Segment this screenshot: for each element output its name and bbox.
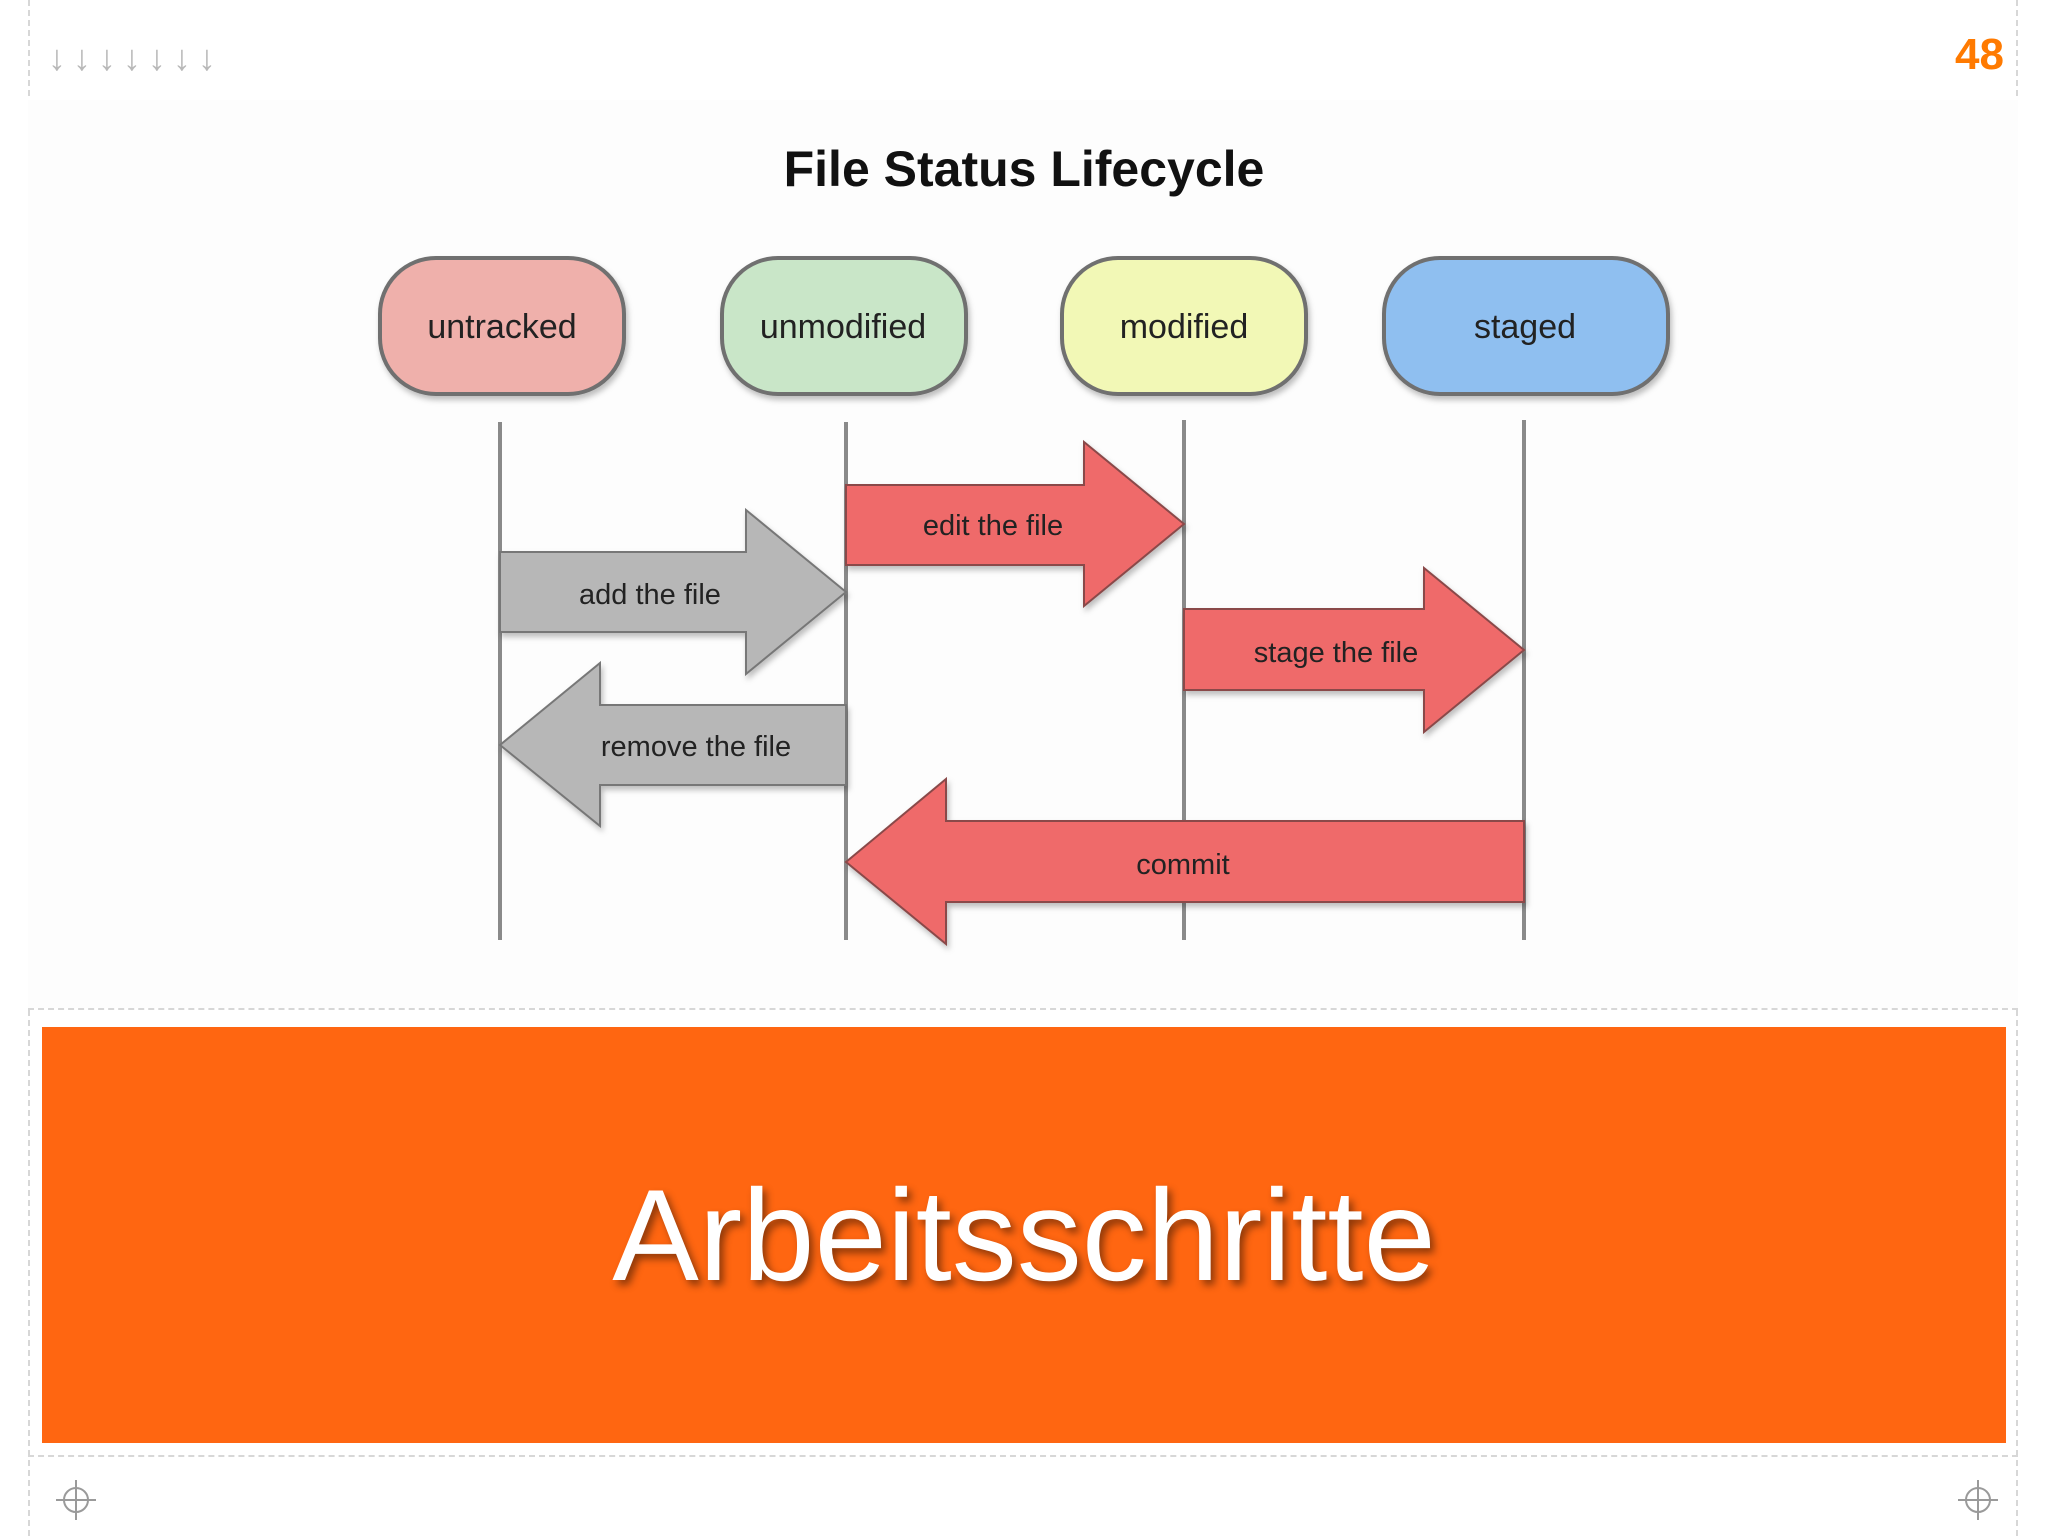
navigation-arrows[interactable]: ↓ ↓ ↓ ↓ ↓ ↓ ↓	[48, 38, 216, 78]
down-arrow-icon[interactable]: ↓	[73, 37, 91, 78]
transition-label-edit: edit the file	[923, 510, 1063, 542]
arrow-stage-the-file: stage the file	[1183, 565, 1526, 735]
state-modified: modified	[1060, 256, 1308, 396]
down-arrow-icon[interactable]: ↓	[48, 37, 66, 78]
transition-label-add: add the file	[579, 579, 721, 611]
arrow-remove-the-file: remove the file	[498, 660, 847, 829]
state-label-staged: staged	[1474, 308, 1576, 346]
down-arrow-icon[interactable]: ↓	[173, 37, 191, 78]
state-untracked: untracked	[378, 256, 626, 396]
section-banner	[42, 1027, 2006, 1443]
diagram-divider	[28, 1008, 2018, 1010]
down-arrow-icon[interactable]: ↓	[148, 37, 166, 78]
down-arrow-icon[interactable]: ↓	[123, 37, 141, 78]
state-label-modified: modified	[1120, 308, 1249, 346]
crosshair-icon	[56, 1480, 96, 1520]
transition-label-remove: remove the file	[601, 731, 791, 763]
transition-label-commit: commit	[1136, 849, 1229, 881]
arrow-add-the-file: add the file	[499, 507, 848, 677]
down-arrow-icon[interactable]: ↓	[198, 37, 216, 78]
diagram-title: File Status Lifecycle	[783, 141, 1265, 197]
down-arrow-icon[interactable]: ↓	[98, 37, 116, 78]
state-staged: staged	[1382, 256, 1670, 396]
arrow-edit-the-file: edit the file	[845, 439, 1186, 609]
section-title: Arbeitsschritte	[612, 1162, 1436, 1308]
arrow-commit: commit	[844, 776, 1525, 947]
crosshair-icon	[1958, 1480, 1998, 1520]
transition-label-stage: stage the file	[1254, 637, 1418, 669]
slide-number: 48	[1955, 30, 2004, 79]
lifecycle-diagram: untracked unmodified modified staged edi…	[378, 256, 1670, 947]
state-label-untracked: untracked	[427, 308, 576, 346]
footer-divider	[28, 1455, 2018, 1457]
state-label-unmodified: unmodified	[760, 308, 926, 346]
state-unmodified: unmodified	[720, 256, 968, 396]
